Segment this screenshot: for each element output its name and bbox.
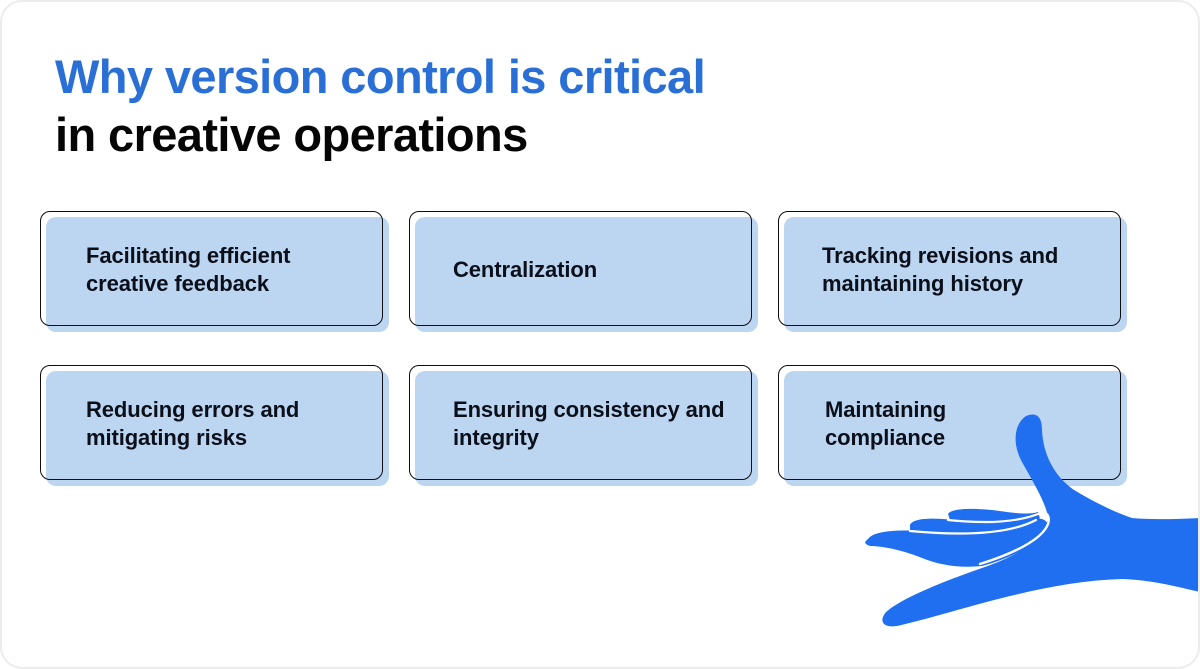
card-outline: [778, 211, 1121, 326]
card-creative-feedback: Facilitating efficient creative feedback: [40, 211, 389, 332]
card-tracking-revisions: Tracking revisions and maintaining histo…: [778, 211, 1127, 332]
card-label: Ensuring consistency and integrity: [453, 396, 725, 450]
card-label: Facilitating efficient creative feedback: [86, 242, 291, 296]
card-consistency-integrity: Ensuring consistency and integrity: [409, 365, 758, 486]
card-fill: [46, 371, 389, 486]
card-label: Reducing errors and mitigating risks: [86, 396, 300, 450]
card-fill: [46, 217, 389, 332]
card-outline: [40, 365, 383, 480]
card-fill: [415, 217, 758, 332]
title-accent-line: Why version control is critical: [55, 50, 706, 103]
card-outline: [40, 211, 383, 326]
card-compliance: Maintaining compliance: [778, 365, 1127, 486]
card-label: Centralization: [453, 256, 598, 282]
card-fill: [784, 217, 1127, 332]
card-outline: [409, 211, 752, 326]
card-label: Tracking revisions and maintaining histo…: [822, 242, 1059, 296]
page-title: Why version control is critical in creat…: [55, 48, 706, 164]
card-fill: [415, 371, 758, 486]
card-label: Maintaining compliance: [825, 396, 947, 450]
card-centralization: Centralization: [409, 211, 758, 332]
title-dark-line: in creative operations: [55, 108, 528, 161]
card-outline: [409, 365, 752, 480]
card-reducing-errors: Reducing errors and mitigating risks: [40, 365, 389, 486]
